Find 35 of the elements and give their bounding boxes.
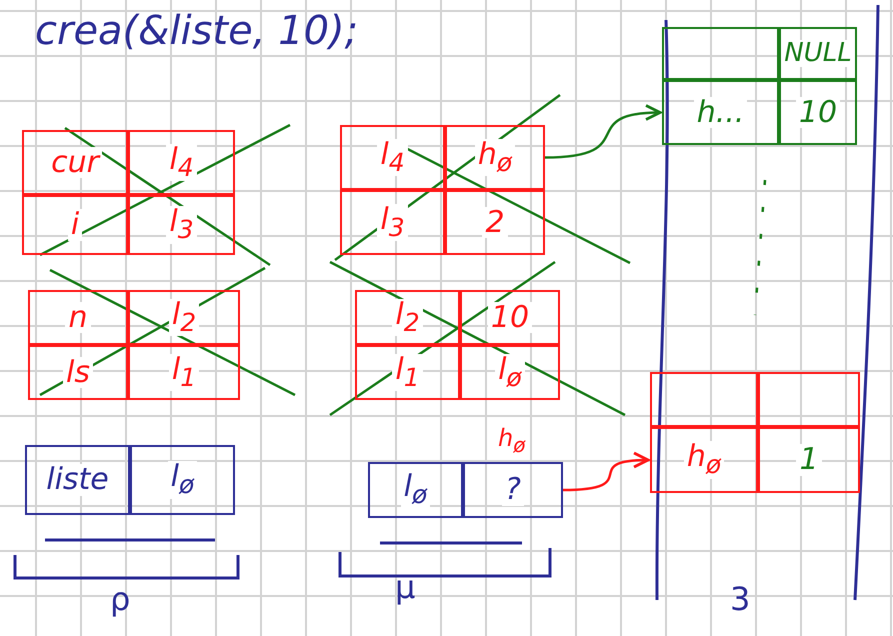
memory-cell: l$_{2}$ bbox=[128, 290, 240, 345]
segment-label: ρ bbox=[110, 580, 130, 618]
memory-cell: h$_{ø}$ bbox=[650, 427, 758, 493]
memory-cell: ls bbox=[28, 345, 128, 400]
memory-cell: h... bbox=[662, 80, 779, 145]
memory-cell: l$_{4}$ bbox=[340, 125, 445, 190]
memory-cell bbox=[758, 372, 860, 427]
memory-cell: l$_{2}$ bbox=[355, 290, 460, 345]
memory-cell: l$_{ø}$ bbox=[460, 345, 560, 400]
arrow bbox=[544, 104, 662, 159]
memory-cell: l$_{1}$ bbox=[355, 345, 460, 400]
segment-label: μ bbox=[395, 568, 416, 606]
memory-cell: i bbox=[22, 195, 128, 255]
arrow bbox=[562, 452, 650, 492]
memory-cell: l$_{1}$ bbox=[128, 345, 240, 400]
memory-cell: l$_{ø}$ bbox=[130, 445, 235, 515]
memory-cell: l$_{ø}$ bbox=[368, 462, 463, 518]
memory-cell: 2 bbox=[445, 190, 545, 255]
memory-cell bbox=[662, 27, 779, 80]
memory-cell: NULL bbox=[779, 27, 857, 80]
segment-label: 3 bbox=[730, 580, 750, 618]
memory-cell: ? bbox=[463, 462, 563, 518]
memory-cell bbox=[650, 372, 758, 427]
memory-cell: 1 bbox=[758, 427, 860, 493]
cell-note: h$_{ø}$ bbox=[498, 424, 526, 457]
memory-cell: cur bbox=[22, 130, 128, 195]
memory-cell: liste bbox=[25, 445, 130, 515]
memory-cell: h$_{ø}$ bbox=[445, 125, 545, 190]
memory-cell: 10 bbox=[460, 290, 560, 345]
memory-cell: n bbox=[28, 290, 128, 345]
memory-cell: l$_{3}$ bbox=[340, 190, 445, 255]
code-title: crea(&liste, 10); bbox=[35, 8, 358, 54]
memory-cell: l$_{4}$ bbox=[128, 130, 235, 195]
memory-cell: l$_{3}$ bbox=[128, 195, 235, 255]
memory-cell: 10 bbox=[779, 80, 857, 145]
